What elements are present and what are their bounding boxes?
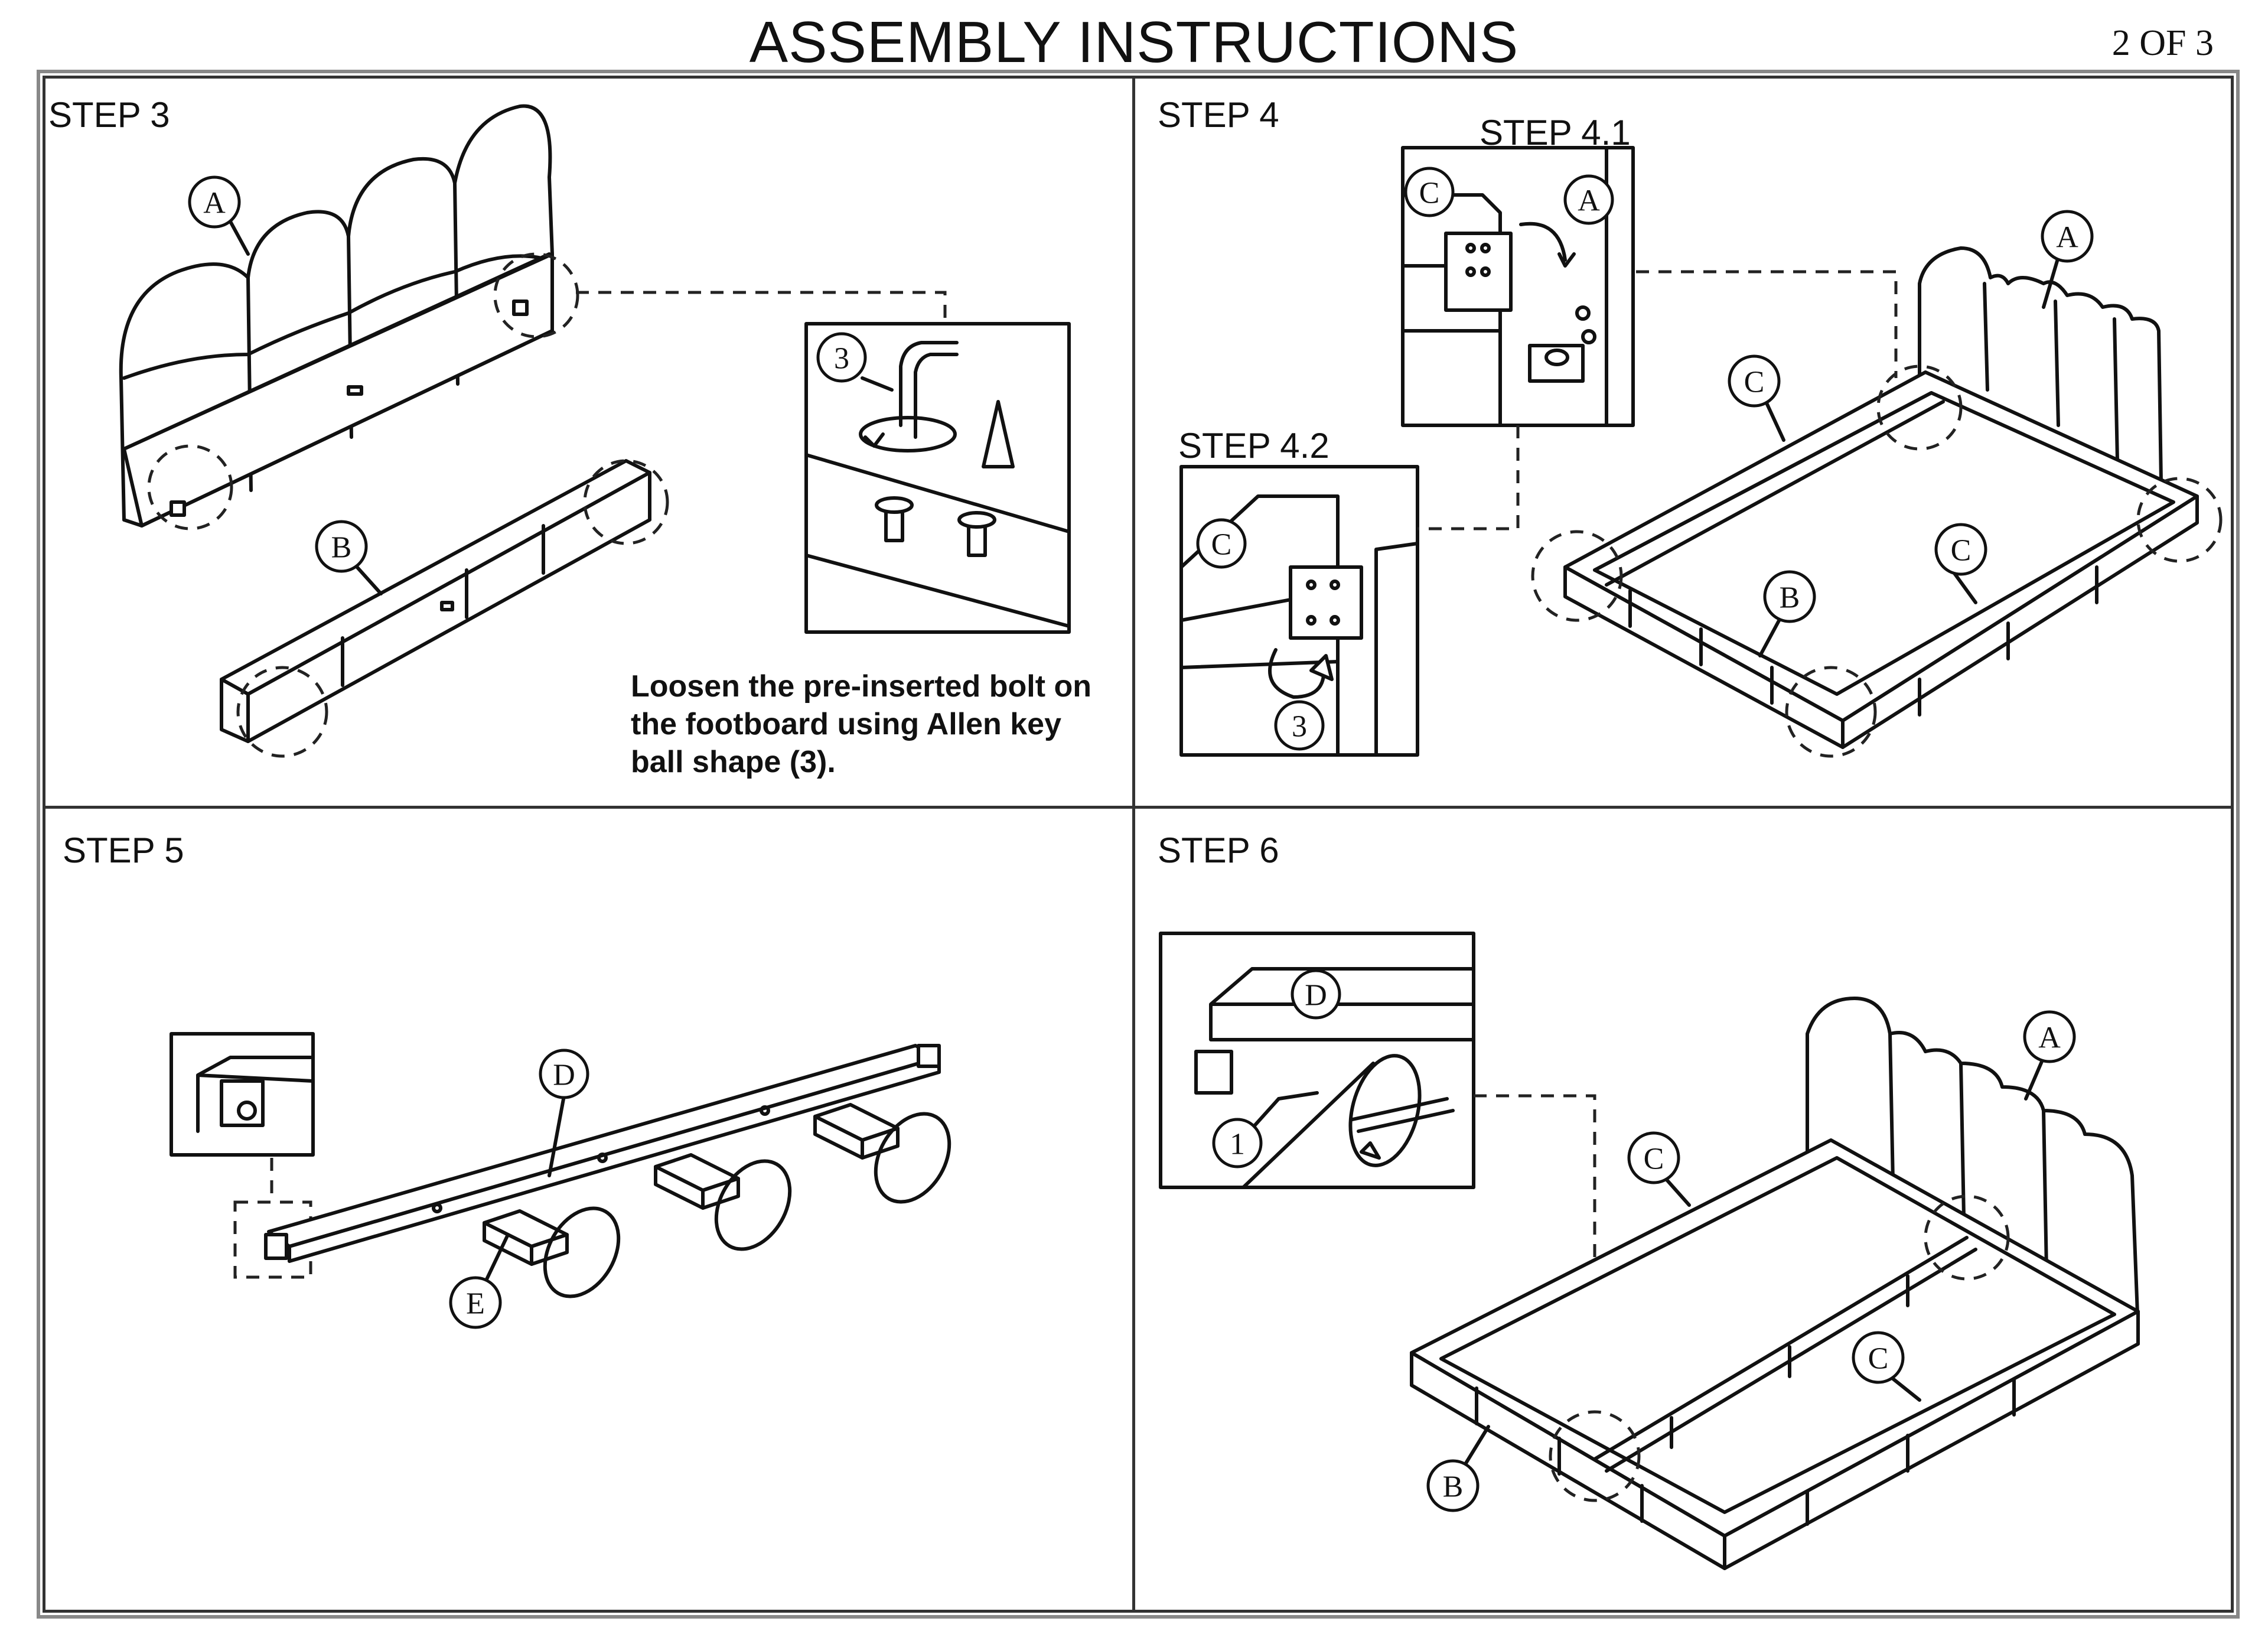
callout-C-step6-left <box>1627 1131 1680 1184</box>
svg-text:B: B <box>331 531 352 565</box>
callout-C-step4-1 <box>1404 167 1455 217</box>
svg-text:D: D <box>553 1059 575 1092</box>
svg-text:C: C <box>1744 366 1765 399</box>
callout-E-step5 <box>449 1276 502 1329</box>
svg-text:A: A <box>1578 184 1600 218</box>
step-6-label: STEP 6 <box>1158 831 1279 870</box>
svg-text:E: E <box>466 1287 485 1321</box>
svg-text:3: 3 <box>834 342 849 376</box>
callout-D-step6 <box>1291 969 1341 1020</box>
svg-text:1: 1 <box>1230 1128 1245 1161</box>
callout-A-step3 <box>188 175 241 229</box>
callout-B-step3 <box>315 520 368 573</box>
page-title: ASSEMBLY INSTRUCTIONS <box>749 9 1519 74</box>
svg-text:B: B <box>1780 581 1800 615</box>
callout-A-step4 <box>2041 210 2094 263</box>
callout-C-step4-right <box>1934 523 1987 576</box>
callout-1-step6 <box>1212 1118 1263 1168</box>
svg-text:C: C <box>1211 528 1232 562</box>
svg-text:B: B <box>1443 1470 1464 1504</box>
svg-text:C: C <box>1951 534 1972 568</box>
headboard-drawing <box>119 104 554 528</box>
step-5-label: STEP 5 <box>63 831 184 870</box>
step-3-label: STEP 3 <box>48 95 170 135</box>
frame-assembly-step-6 <box>1410 997 2140 1570</box>
page-number: 2 OF 3 <box>2111 23 2214 63</box>
callout-D-step5 <box>539 1049 589 1099</box>
outer-frame <box>37 70 2240 1619</box>
svg-text:A: A <box>2056 221 2078 255</box>
step-3-instruction: Loosen the pre-inserted bolt on the foot… <box>631 669 1092 779</box>
callout-3-step3 <box>816 332 867 383</box>
svg-text:C: C <box>1644 1142 1664 1176</box>
frame-assembly-step-4 <box>1563 246 2199 749</box>
callout-A-step3-text: A <box>203 187 226 220</box>
step-5-detail <box>170 1032 315 1157</box>
callout-A-step4-1 <box>1563 174 1614 225</box>
svg-text:A: A <box>2038 1021 2061 1055</box>
svg-text:C: C <box>1868 1342 1889 1376</box>
callout-C-step4-left <box>1728 354 1781 408</box>
step-4-label: STEP 4 <box>1158 95 1279 135</box>
callout-3-step4-2 <box>1274 700 1325 751</box>
center-support-rail <box>264 1044 941 1263</box>
step-4-2-label: STEP 4.2 <box>1178 426 1329 465</box>
part-callouts: A B 3 C A C 3 A C C B D E D <box>188 167 2094 1512</box>
callout-C-step4-2 <box>1196 518 1247 569</box>
callout-C-step6-right <box>1852 1331 1905 1384</box>
footboard-rail-drawing <box>220 459 651 743</box>
callout-B-step6 <box>1426 1459 1480 1512</box>
horizontal-divider <box>43 806 2234 809</box>
step-4-1-label: STEP 4.1 <box>1480 113 1631 152</box>
callout-A-step6 <box>2023 1010 2076 1063</box>
inner-frame <box>43 76 2234 1613</box>
support-legs <box>483 1103 951 1298</box>
svg-text:D: D <box>1305 979 1327 1013</box>
vertical-divider <box>1132 76 1135 1613</box>
svg-text:3: 3 <box>1292 710 1307 744</box>
callout-B-step4 <box>1763 570 1816 623</box>
svg-text:C: C <box>1419 177 1440 210</box>
